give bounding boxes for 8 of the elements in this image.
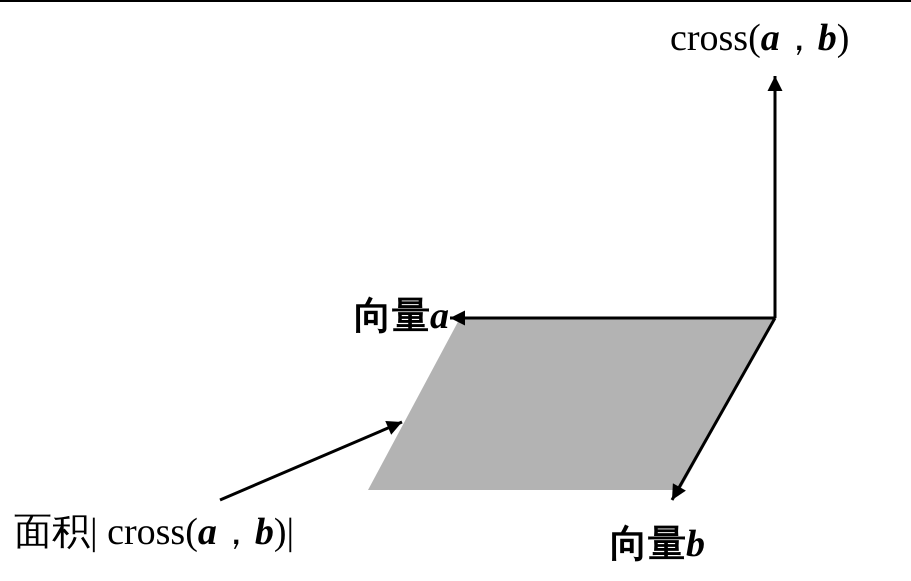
- vector-label: cross(a，b): [670, 18, 850, 60]
- leader-line: [219, 420, 403, 502]
- area-label: 面积| cross(a，b)|: [14, 512, 294, 554]
- vector-label: 向量a: [354, 296, 449, 338]
- vector-label: 向量b: [610, 524, 705, 566]
- vector-arrow: [670, 317, 776, 501]
- vector-arrow: [450, 310, 775, 326]
- vector-arrow: [768, 76, 782, 318]
